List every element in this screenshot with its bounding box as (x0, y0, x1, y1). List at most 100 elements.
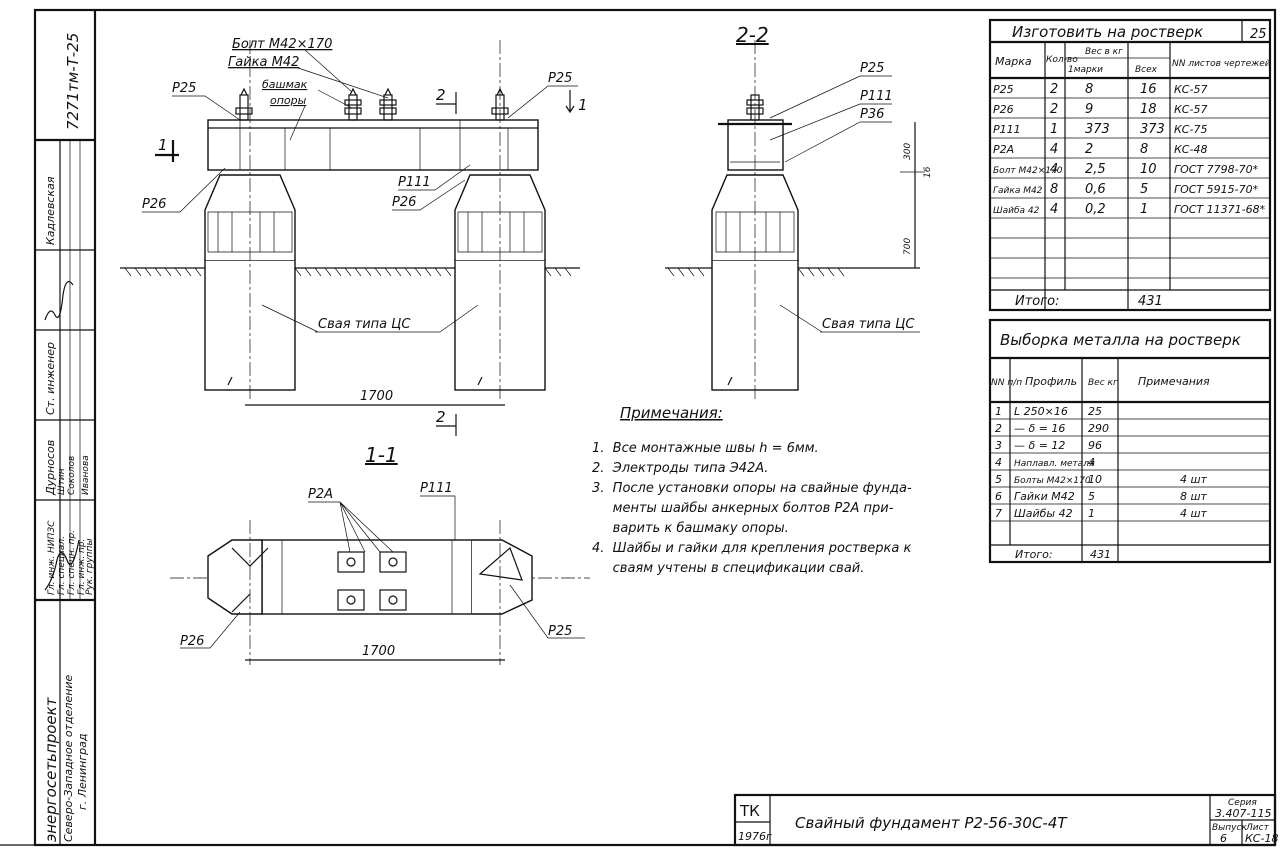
plan-view: 1-1 1700 Р2А Р111 Р26 Р25 (170, 443, 590, 665)
spec-cell-wall: 10 (1140, 162, 1157, 177)
cut-mark-2-top: 2 (436, 86, 446, 104)
spec-cell-sheet: ГОСТ 7798-70* (1174, 163, 1259, 176)
name-shtin: Штин (57, 468, 67, 495)
front-nut-label: Гайка М42 (228, 55, 299, 70)
plan-dim-1700: 1700 (362, 644, 395, 659)
spec-cell-wall: 5 (1140, 182, 1148, 197)
metal-cell-note: 4 шт (1180, 473, 1208, 486)
spec-cell-wall: 1 (1140, 202, 1148, 217)
spec-cell-mark: Р26 (993, 103, 1014, 116)
metal-cell-n: 7 (995, 507, 1002, 520)
side-dim-700: 700 (903, 238, 913, 255)
spec-cell-wall: 16 (1140, 82, 1157, 97)
tb-series-label: Серия (1228, 798, 1257, 808)
spec-cell-w1: 2 (1085, 142, 1093, 157)
spec-h-per: 1марки (1068, 65, 1103, 75)
metal-title: Выборка металла на ростверк (1000, 331, 1241, 349)
plan-p25: Р25 (548, 624, 572, 639)
spec-cell-w1: 9 (1085, 102, 1093, 117)
metal-cell-n: 6 (995, 490, 1002, 503)
notes-block: Примечания: 1. Все монтажные швы h = 6мм… (592, 404, 912, 576)
metal-h-num: NN п/п (991, 378, 1022, 388)
note-line: сваям учтены в спецификации свай. (592, 561, 864, 576)
front-p26-left: Р26 (142, 197, 166, 212)
signature (44, 281, 74, 321)
metal-cell-note: 8 шт (1180, 490, 1208, 503)
cut-mark-1-left: 1 (158, 136, 168, 154)
spec-cell-qty: 4 (1050, 202, 1058, 217)
metal-cell-n: 4 (995, 456, 1002, 469)
spec-cell-wall: 373 (1140, 122, 1165, 137)
name-sokolov: Соколов (67, 456, 77, 495)
side-view-title: 2-2 (736, 23, 769, 47)
tb-tk: ТК (739, 802, 760, 820)
front-pile-label: Свая типа ЦС (318, 317, 411, 332)
spec-h-sheets: NN листов чертежей (1172, 59, 1271, 69)
tb-year: 1976г (738, 830, 772, 843)
metal-cell-weight: 25 (1088, 405, 1102, 418)
spec-cell-sheet: КС-57 (1174, 83, 1207, 96)
spec-cell-wall: 18 (1140, 102, 1157, 117)
front-bolt-label: Болт М42×170 (232, 37, 332, 52)
name-kadlevskaya: Кадлевская (44, 176, 57, 245)
metal-table: Выборка металла на ростверк NN п/п Профи… (988, 318, 1272, 564)
spec-cell-w1: 8 (1085, 82, 1093, 97)
spec-cell-sheet: ГОСТ 11371-68* (1174, 203, 1266, 216)
signature (44, 539, 80, 591)
role-senior-engineer: Ст. инженер (44, 342, 57, 415)
spec-cell-sheet: КС-75 (1174, 123, 1207, 136)
metal-cell-weight: 10 (1088, 473, 1102, 486)
spec-cell-mark: Болт М42×170 (993, 166, 1063, 176)
metal-cell-weight: 4 (1088, 456, 1095, 469)
spec-table: Изготовить на ростверк 25 Марка Кол-во В… (988, 18, 1272, 312)
spec-cell-w1: 0,2 (1085, 202, 1106, 217)
metal-cell-note: 4 шт (1180, 507, 1208, 520)
spec-h-weight: Вес в кг (1085, 47, 1123, 57)
plan-p26: Р26 (180, 634, 204, 649)
spec-cell-sheet: КС-48 (1174, 143, 1207, 156)
note-line: варить к башмаку опоры. (592, 521, 789, 536)
spec-total-label: Итого: (1015, 294, 1059, 309)
tb-issue-value: 6 (1220, 832, 1227, 845)
spec-h-qty: Кол-во (1046, 55, 1078, 65)
spec-cell-wall: 8 (1140, 142, 1148, 157)
front-shoe-label-2: опоры (270, 94, 307, 107)
side-pile-label: Свая типа ЦС (822, 317, 915, 332)
spec-total-value: 431 (1138, 294, 1163, 309)
metal-h-profile: Профиль (1025, 375, 1077, 388)
metal-cell-profile: L 250×16 (1014, 405, 1068, 418)
spec-cell-qty: 1 (1050, 122, 1058, 137)
metal-cell-weight: 5 (1088, 490, 1095, 503)
note-line: менты шайбы анкерных болтов Р2А при- (592, 501, 894, 516)
metal-cell-profile: Шайбы 42 (1014, 507, 1073, 520)
spec-cell-mark: Шайба 42 (993, 206, 1040, 216)
tb-sheet-label: Лист (1245, 823, 1270, 833)
org-branch: Северо-Западное отделение (62, 674, 75, 842)
front-p25-right: Р25 (548, 71, 572, 86)
spec-cell-qty: 4 (1050, 162, 1058, 177)
metal-cell-n: 1 (995, 405, 1002, 418)
role-group-lead: Рук. группы (85, 538, 95, 595)
metal-cell-profile: Гайки М42 (1014, 490, 1075, 503)
side-view: 2-2 Р25 Р111 Р36 300 16 700 Свая типа ЦС (665, 23, 933, 400)
role-chief-nipzs: Гл. инж. НИПЗС (47, 520, 57, 595)
front-p26-bottom: Р26 (392, 195, 416, 210)
spec-cell-w1: 373 (1085, 122, 1110, 137)
note-line: 4. Шайбы и гайки для крепления ростверка… (592, 541, 912, 556)
tb-sheet-value: КС-18 (1245, 832, 1278, 845)
spec-cell-w1: 0,6 (1085, 182, 1106, 197)
metal-h-weight: Вес кг (1088, 378, 1118, 388)
spec-cell-qty: 4 (1050, 142, 1058, 157)
metal-cell-profile: Болты М42×170 (1014, 476, 1091, 486)
note-line: 2. Электроды типа Э42А. (592, 461, 768, 476)
org-name: энергосетьпроект (42, 696, 60, 842)
front-p111: Р111 (398, 175, 431, 190)
org-city: г. Ленинград (76, 734, 89, 810)
tb-name: Свайный фундамент Р2-56-30С-4Т (795, 814, 1068, 832)
note-line: 3. После установки опоры на свайные фунд… (592, 481, 912, 496)
spec-cell-qty: 8 (1050, 182, 1058, 197)
metal-cell-n: 5 (995, 473, 1002, 486)
side-dim-300: 300 (903, 143, 913, 160)
front-p25-left: Р25 (172, 81, 196, 96)
metal-cell-weight: 96 (1088, 439, 1102, 452)
